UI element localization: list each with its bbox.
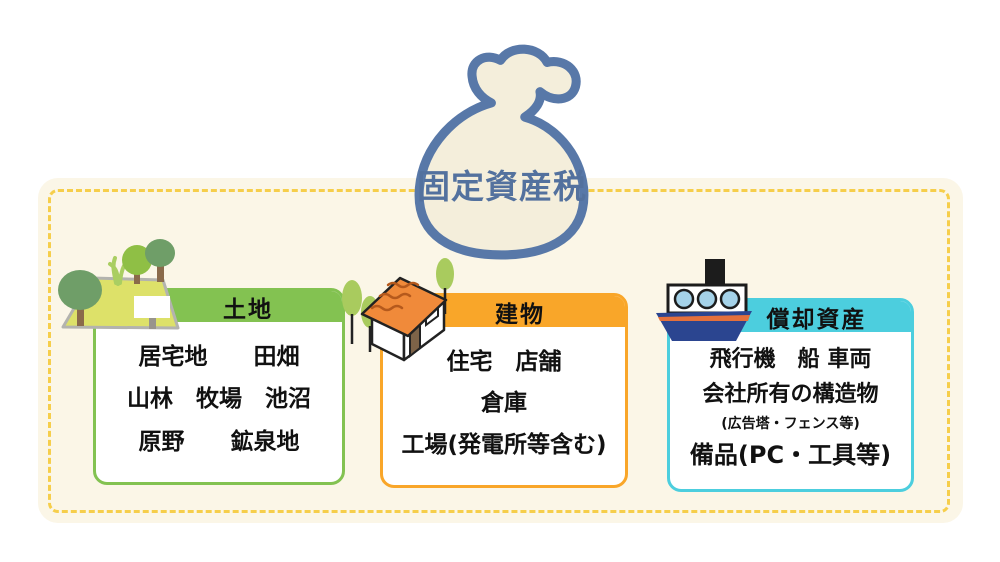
building-row: 住宅 店舗: [446, 348, 562, 375]
building-box-title: 建物: [495, 301, 545, 328]
depreciable-box-body: 飛行機 船 車両 会社所有の構造物 (広告塔・フェンス等) 備品(PC・工具等): [670, 332, 911, 489]
depreciable-row: 会社所有の構造物: [702, 381, 879, 407]
money-bag-icon: 固定資産税: [393, 34, 611, 262]
land-row: 居宅地 田畑: [138, 344, 300, 371]
depreciable-row: 飛行機 船 車両: [709, 347, 872, 373]
depreciable-row-note: (広告塔・フェンス等): [721, 415, 860, 432]
building-row: 工場(発電所等含む): [401, 432, 607, 459]
land-row: 原野 鉱泉地: [138, 428, 300, 455]
land-row: 山林 牧場 池沼: [127, 386, 311, 413]
land-icon: [58, 238, 190, 333]
depreciable-box-title: 償却資産: [766, 306, 867, 333]
page-title: 固定資産税: [417, 167, 587, 206]
land-box-body: 居宅地 田畑 山林 牧場 池沼 原野 鉱泉地: [96, 322, 342, 482]
depreciable-row: 備品(PC・工具等): [689, 441, 892, 470]
building-box-body: 住宅 店舗 倉庫 工場(発電所等含む): [383, 327, 625, 485]
house-icon: [342, 256, 464, 364]
ship-icon: [655, 255, 770, 347]
building-row: 倉庫: [481, 390, 527, 417]
land-box-title: 土地: [223, 296, 273, 323]
